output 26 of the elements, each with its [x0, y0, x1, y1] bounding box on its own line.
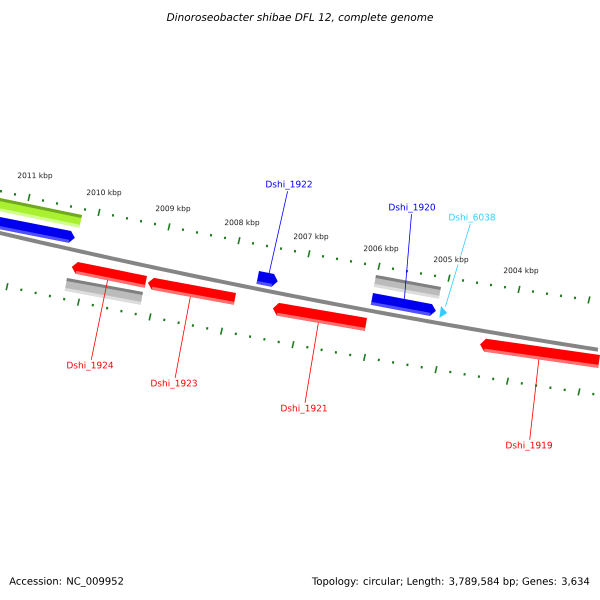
- gene-marker: [439, 306, 448, 318]
- leader-line: [268, 190, 288, 274]
- leader-line: [404, 214, 412, 300]
- accession-text: Accession: NC_009952: [9, 577, 123, 587]
- gene-label: Dshi_1924: [67, 362, 114, 370]
- gene-block: [256, 271, 278, 287]
- gene-block: [480, 338, 600, 368]
- gene-label: Dshi_1920: [389, 204, 436, 212]
- leader-line: [445, 224, 471, 308]
- leader-line: [304, 322, 319, 404]
- gene-label: Dshi_1919: [506, 442, 552, 450]
- leader-line: [174, 296, 191, 378]
- gene-label: Dshi_1923: [151, 380, 197, 388]
- gene-label: Dshi_1922: [266, 180, 312, 190]
- gene-block: [72, 262, 147, 288]
- gene-label: Dshi_6038: [449, 214, 495, 222]
- gene-block: [148, 278, 236, 305]
- leader-line: [90, 280, 108, 360]
- gene-block: [0, 217, 75, 243]
- leader-line: [529, 359, 540, 440]
- gene-label: Dshi_1921: [281, 404, 327, 414]
- title: Dinoroseobacter shibae DFL 12, complete genome: [166, 12, 433, 24]
- gene-bar: [374, 275, 441, 299]
- gene-block: [272, 302, 367, 331]
- gene-block: [370, 293, 436, 316]
- genome-info-text: Topology: circular; Length: 3,789,584 bp; Genes: 3,634: [312, 577, 590, 587]
